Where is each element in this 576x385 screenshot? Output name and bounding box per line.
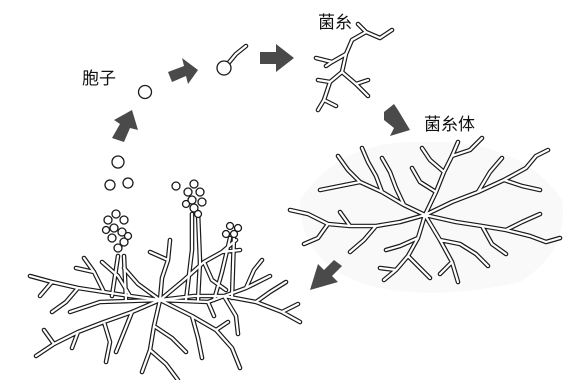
arrow-germination-to-hypha bbox=[260, 44, 294, 72]
spore bbox=[105, 180, 115, 190]
spore-head-left bbox=[103, 210, 132, 252]
spore bbox=[123, 178, 133, 188]
hypha-illustration bbox=[316, 24, 392, 110]
hypha-label: 菌糸 bbox=[318, 8, 352, 33]
arrow-spore-to-germination bbox=[168, 58, 198, 84]
sporulating-mycelium-illustration bbox=[30, 212, 300, 380]
germinating-spore-illustration bbox=[217, 46, 246, 75]
spore-label: 胞子 bbox=[82, 64, 116, 89]
mycelium-label: 菌糸体 bbox=[424, 110, 475, 135]
spore-head-right bbox=[223, 223, 242, 238]
spore bbox=[139, 86, 152, 99]
spore bbox=[172, 182, 180, 190]
spore bbox=[112, 156, 124, 168]
arrow-hypha-to-mycelium bbox=[384, 104, 410, 136]
arrow-mycelium-to-sporulation bbox=[310, 260, 342, 290]
spore-head-middle bbox=[183, 180, 207, 218]
arrow-sporulation-to-spore bbox=[112, 110, 138, 142]
